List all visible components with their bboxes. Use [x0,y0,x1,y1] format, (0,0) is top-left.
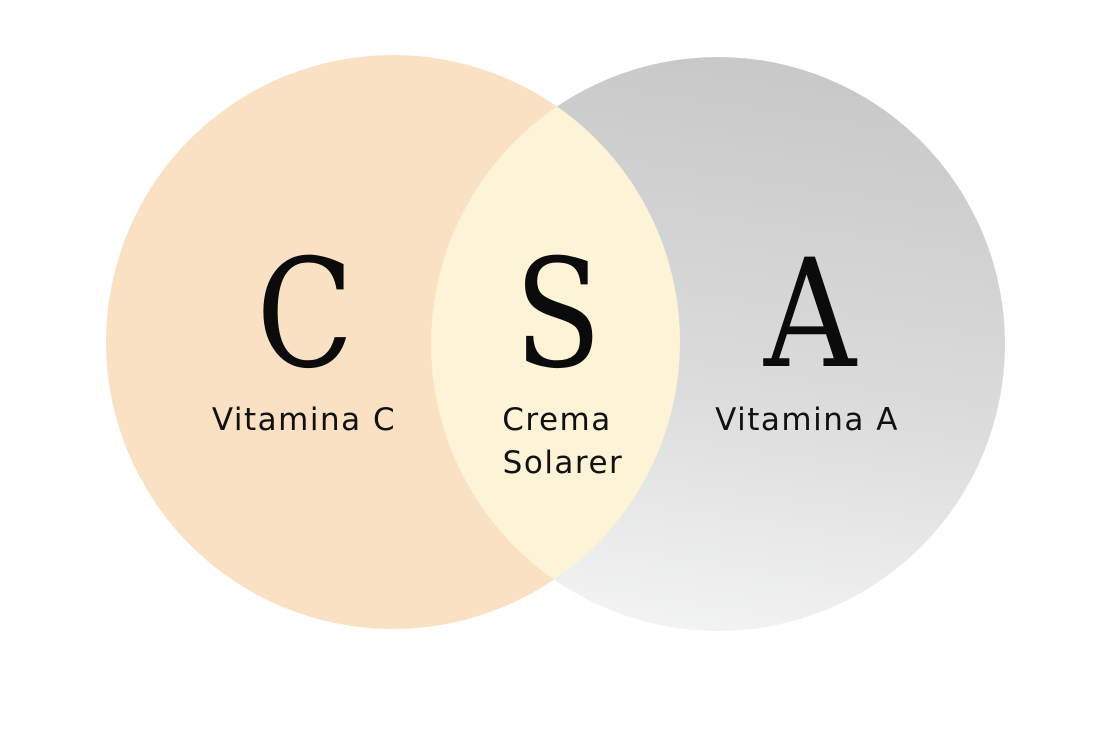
label-crema: Crema [502,402,611,438]
letter-c: C [256,227,354,402]
letter-a: A [763,227,857,402]
label-vitamina-c: Vitamina C [212,402,396,438]
label-solarer: Solarer [503,445,624,481]
label-vitamina-a: Vitamina A [715,402,899,438]
letter-s: S [514,227,601,402]
intersection-crema-solarer [431,57,680,629]
